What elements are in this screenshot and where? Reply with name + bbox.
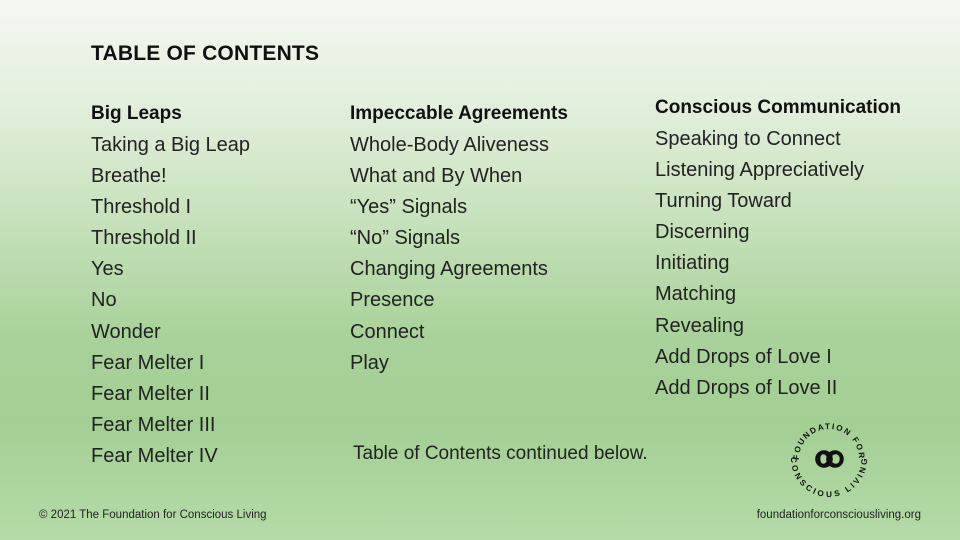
list-item: Threshold I <box>91 196 192 219</box>
list-item: Fear Melter III <box>91 413 216 436</box>
footer-copyright: © 2021 The Foundation for Conscious Livi… <box>39 509 267 521</box>
list-item: Speaking to Connect <box>655 128 841 150</box>
list-item: Wonder <box>91 320 161 343</box>
continued-note: Table of Contents continued below. <box>353 443 648 464</box>
list-item: Revealing <box>655 314 744 337</box>
infinity-knot-logo-icon: FOUNDATION FOR CONSCIOUS LIVING <box>789 422 867 499</box>
list-item: Presence <box>350 289 435 312</box>
list-item: Matching <box>655 283 737 306</box>
list-item: Yes <box>91 258 124 281</box>
section-heading: Conscious Communication <box>655 97 901 118</box>
list-item: Changing Agreements <box>350 258 548 281</box>
section-heading: Impeccable Agreements <box>350 103 568 124</box>
list-item: Play <box>350 351 389 374</box>
column-big-leaps: Big Leaps Taking a Big Leap Breathe! Thr… <box>91 102 250 475</box>
list-item: Turning Toward <box>655 190 792 213</box>
list-item: Taking a Big Leap <box>91 134 251 156</box>
section-list: Whole-Body Aliveness What and By When “Y… <box>350 133 568 382</box>
column-conscious-communication: Conscious Communication Speaking to Conn… <box>655 96 901 407</box>
list-item: Fear Melter I <box>91 351 205 374</box>
list-item: Breathe! <box>91 165 167 188</box>
list-item: Fear Melter IV <box>91 444 218 467</box>
column-impeccable-agreements: Impeccable Agreements Whole-Body Alivene… <box>350 102 568 382</box>
list-item: Add Drops of Love I <box>655 345 832 368</box>
list-item: Fear Melter II <box>91 382 210 405</box>
list-item: Connect <box>350 320 425 343</box>
section-list: Taking a Big Leap Breathe! Threshold I T… <box>91 133 250 475</box>
list-item: “No” Signals <box>350 227 461 250</box>
foundation-logo: FOUNDATION FOR CONSCIOUS LIVING <box>789 419 869 499</box>
list-item: No <box>91 289 117 312</box>
page-title: TABLE OF CONTENTS <box>91 42 320 65</box>
list-item: Initiating <box>655 252 730 275</box>
section-heading: Big Leaps <box>91 103 182 124</box>
footer-website-link[interactable]: foundationforconsciousliving.org <box>756 509 921 521</box>
list-item: What and By When <box>350 165 523 188</box>
list-item: Listening Appreciatively <box>655 159 865 182</box>
list-item: “Yes” Signals <box>350 196 468 219</box>
list-item: Add Drops of Love II <box>655 376 838 399</box>
section-list: Speaking to Connect Listening Appreciati… <box>655 127 901 407</box>
list-item: Discerning <box>655 221 750 244</box>
list-item: Threshold II <box>91 227 197 250</box>
list-item: Whole-Body Aliveness <box>350 134 549 156</box>
